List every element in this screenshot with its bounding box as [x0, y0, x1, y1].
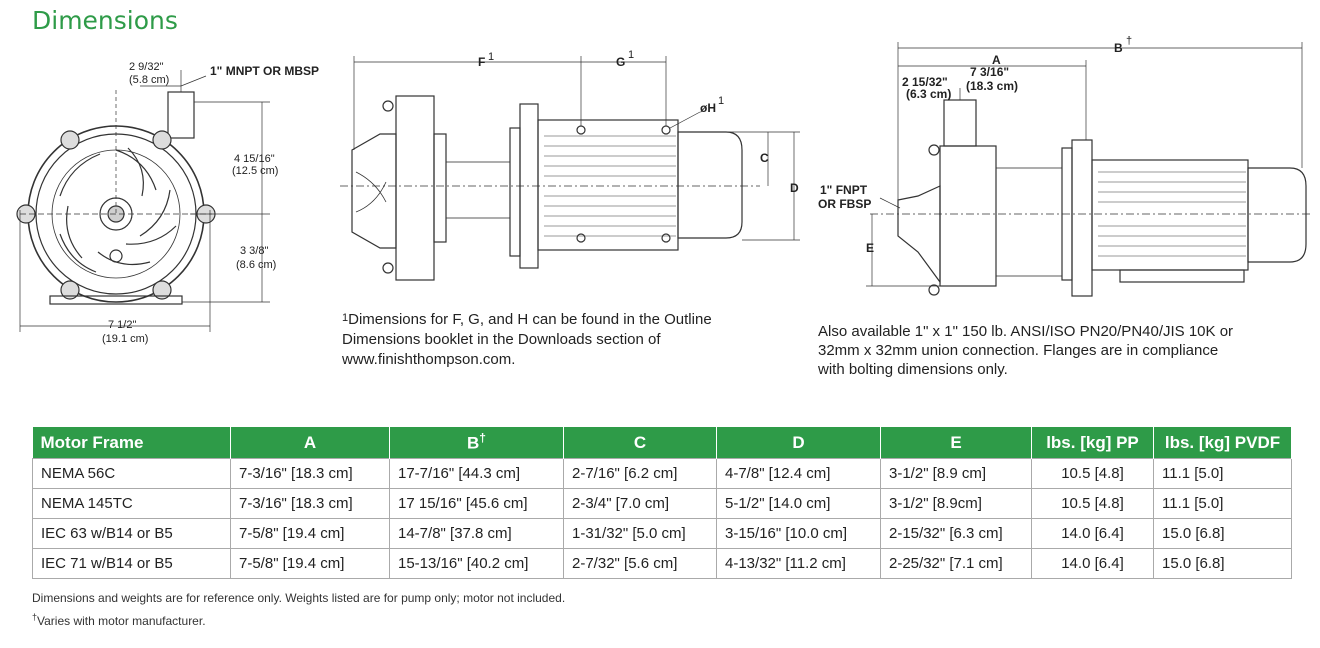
cell-c: 2-7/32" [5.6 cm] — [563, 548, 717, 579]
front-dim-lower-cm: (8.6 cm) — [236, 259, 276, 271]
middle-label-f: F — [478, 55, 485, 69]
cell-motor-frame: IEC 63 w/B14 or B5 — [32, 518, 231, 549]
header-d: D — [716, 427, 881, 459]
cell-weight-pvdf: 11.1 [5.0] — [1153, 488, 1292, 519]
header-motor-frame: Motor Frame — [32, 427, 231, 459]
front-connection-label: 1" MNPT OR MBSP — [210, 64, 319, 78]
cell-b: 14-7/8" [37.8 cm] — [389, 518, 564, 549]
front-dim-lower: 3 3/8" — [240, 245, 268, 257]
cell-b: 17 15/16" [45.6 cm] — [389, 488, 564, 519]
side-label-a: A — [992, 53, 1001, 67]
cell-a: 7-5/8" [19.4 cm] — [230, 548, 390, 579]
middle-label-c: C — [760, 151, 769, 165]
header-e: E — [880, 427, 1032, 459]
outline-dimensions-note: 1Dimensions for F, G, and H can be found… — [342, 308, 782, 370]
side-connection-label: 1" FNPT — [820, 183, 868, 197]
cell-c: 1-31/32" [5.0 cm] — [563, 518, 717, 549]
note-text: Dimensions for F, G, and H can be found … — [342, 311, 712, 368]
flange-availability-note: Also available 1" x 1" 150 lb. ANSI/ISO … — [818, 323, 1234, 378]
side-dim-a1-cm: (18.3 cm) — [966, 79, 1018, 93]
middle-label-g: G — [616, 55, 625, 69]
footnote-text: Varies with motor manufacturer. — [37, 614, 206, 628]
header-b-label: B — [467, 433, 480, 453]
cell-e: 2-15/32" [6.3 cm] — [880, 518, 1032, 549]
cell-d: 5-1/2" [14.0 cm] — [716, 488, 881, 519]
cell-c: 2-7/16" [6.2 cm] — [563, 458, 717, 489]
cell-d: 4-7/8" [12.4 cm] — [716, 458, 881, 489]
front-view-dimension-lines — [19, 75, 270, 332]
cell-b: 17-7/16" [44.3 cm] — [389, 458, 564, 489]
cell-motor-frame: NEMA 145TC — [32, 488, 231, 519]
side-label-b-sup: † — [1126, 35, 1132, 47]
header-weight-pp: lbs. [kg] PP — [1031, 427, 1154, 459]
dimension-drawings: 2 9/32" (5.8 cm) 1" MNPT OR MBSP 4 15/16… — [16, 35, 1310, 345]
front-dim-top-cm: (5.8 cm) — [129, 74, 169, 86]
middle-view-drawing — [351, 95, 743, 281]
side-dim-a2-cm: (6.3 cm) — [906, 87, 951, 101]
footnote-dagger: † — [32, 612, 38, 622]
cell-weight-pp: 14.0 [6.4] — [1031, 518, 1154, 549]
cell-weight-pvdf: 15.0 [6.8] — [1153, 548, 1292, 579]
page-title: Dimensions — [32, 6, 178, 35]
side-dim-a2: 2 15/32" — [902, 75, 948, 89]
table-row: IEC 71 w/B14 or B5 7-5/8" [19.4 cm] 15-1… — [32, 548, 1292, 579]
front-dim-width-cm: (19.1 cm) — [102, 333, 148, 345]
header-a: A — [230, 427, 390, 459]
side-view-dimension-lines — [866, 42, 1310, 287]
side-connection-label-2: OR FBSP — [818, 197, 871, 211]
side-label-b: B — [1114, 41, 1123, 55]
cell-a: 7-5/8" [19.4 cm] — [230, 518, 390, 549]
table-row: NEMA 145TC 7-3/16" [18.3 cm] 17 15/16" [… — [32, 488, 1292, 519]
cell-e: 2-25/32" [7.1 cm] — [880, 548, 1032, 579]
cell-d: 3-15/16" [10.0 cm] — [716, 518, 881, 549]
cell-b: 15-13/16" [40.2 cm] — [389, 548, 564, 579]
note-sup: 1 — [342, 312, 349, 324]
middle-view-dimension-lines — [340, 56, 800, 241]
cell-weight-pp: 14.0 [6.4] — [1031, 548, 1154, 579]
cell-a: 7-3/16" [18.3 cm] — [230, 458, 390, 489]
side-view-drawing — [897, 99, 1307, 297]
front-dim-upper-cm: (12.5 cm) — [232, 165, 278, 177]
motor-manufacturer-footnote: †Varies with motor manufacturer. — [32, 612, 206, 628]
middle-label-f-sup: 1 — [488, 51, 494, 63]
header-c: C — [563, 427, 717, 459]
cell-weight-pvdf: 15.0 [6.8] — [1153, 518, 1292, 549]
cell-weight-pvdf: 11.1 [5.0] — [1153, 458, 1292, 489]
side-dim-a1: 7 3/16" — [970, 65, 1009, 79]
middle-label-h: øH — [700, 101, 716, 115]
header-b: B† — [389, 427, 564, 459]
middle-label-h-sup: 1 — [718, 95, 724, 107]
front-dim-upper: 4 15/16" — [234, 153, 275, 165]
cell-motor-frame: IEC 71 w/B14 or B5 — [32, 548, 231, 579]
cell-c: 2-3/4" [7.0 cm] — [563, 488, 717, 519]
side-label-e: E — [866, 241, 874, 255]
cell-motor-frame: NEMA 56C — [32, 458, 231, 489]
table-header-row: Motor Frame A B† C D E lbs. [kg] PP lbs.… — [32, 427, 1292, 459]
cell-a: 7-3/16" [18.3 cm] — [230, 488, 390, 519]
middle-label-d: D — [790, 181, 799, 195]
middle-label-g-sup: 1 — [628, 49, 634, 61]
cell-weight-pp: 10.5 [4.8] — [1031, 488, 1154, 519]
cell-weight-pp: 10.5 [4.8] — [1031, 458, 1154, 489]
reference-footnote: Dimensions and weights are for reference… — [32, 591, 566, 605]
front-view-drawing — [16, 70, 216, 305]
table-row: NEMA 56C 7-3/16" [18.3 cm] 17-7/16" [44.… — [32, 458, 1292, 489]
header-b-sup: † — [479, 431, 486, 446]
header-weight-pvdf: lbs. [kg] PVDF — [1153, 427, 1292, 459]
cell-e: 3-1/2" [8.9 cm] — [880, 458, 1032, 489]
cell-d: 4-13/32" [11.2 cm] — [716, 548, 881, 579]
dimensions-table: Motor Frame A B† C D E lbs. [kg] PP lbs.… — [32, 427, 1292, 579]
front-dim-width: 7 1/2" — [108, 319, 136, 331]
cell-e: 3-1/2" [8.9cm] — [880, 488, 1032, 519]
front-dim-top: 2 9/32" — [129, 61, 164, 73]
table-row: IEC 63 w/B14 or B5 7-5/8" [19.4 cm] 14-7… — [32, 518, 1292, 549]
